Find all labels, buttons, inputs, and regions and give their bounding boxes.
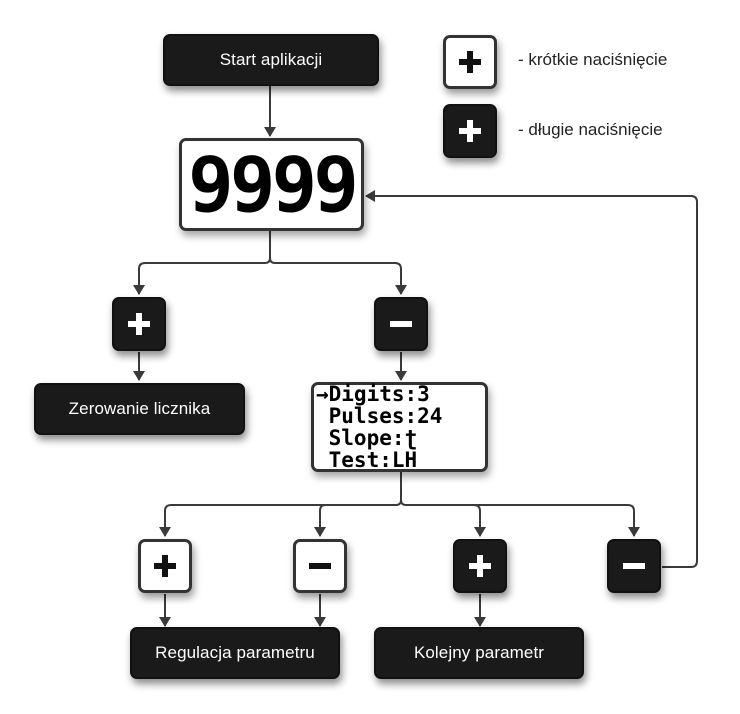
reset-counter-label: Zerowanie licznika (68, 399, 211, 418)
legend-short-press-button (443, 35, 497, 89)
wire-display-branch (133, 231, 271, 295)
minus-icon (390, 313, 412, 335)
legend-long-press-text: - długie naciśnięcie (518, 120, 663, 139)
adjust-parameter-label: Regulacja parametru (155, 643, 315, 662)
long-plus-reset-button[interactable] (112, 297, 166, 351)
legend-long-press-button (443, 104, 497, 158)
counter-display: 9999 (179, 138, 364, 231)
wire-display-branch-right (269, 257, 407, 295)
settings-menu-display: →Digits:3 Pulses:24 Slope:ʈ Test:LH (311, 382, 488, 472)
long-minus-menu-button[interactable] (374, 297, 428, 351)
plus-icon (154, 555, 176, 577)
plus-icon (128, 313, 150, 335)
menu-line-slope: Slope:ʈ (316, 426, 418, 450)
minus-icon (623, 555, 645, 577)
wire-exit-loop (365, 190, 698, 568)
menu-line-pulses: Pulses:24 (316, 404, 443, 428)
wire-menu-branch (159, 472, 402, 537)
wire-menu-branch-2 (314, 504, 326, 537)
minus-icon (309, 555, 331, 577)
next-parameter-label: Kolejny parametr (413, 643, 545, 662)
plus-icon (459, 51, 481, 73)
long-plus-next-button[interactable] (453, 539, 507, 593)
legend-short-press-text: - krótkie naciśnięcie (518, 50, 668, 69)
short-plus-button[interactable] (138, 539, 192, 593)
start-node: Start aplikacji (163, 34, 379, 86)
adjust-parameter-node: Regulacja parametru (130, 627, 340, 679)
start-label: Start aplikacji (219, 50, 323, 69)
plus-icon (459, 120, 481, 142)
wire-menu-branch-4 (474, 504, 640, 537)
next-parameter-node: Kolejny parametr (374, 627, 584, 679)
counter-value: 9999 (187, 139, 359, 229)
menu-line-test: Test:LH (316, 448, 418, 472)
plus-icon (469, 555, 491, 577)
menu-line-digits: →Digits:3 (316, 382, 430, 406)
long-minus-exit-button[interactable] (607, 539, 661, 593)
short-minus-button[interactable] (293, 539, 347, 593)
wire-menu-branch-3 (400, 499, 486, 537)
reset-counter-node: Zerowanie licznika (34, 383, 245, 435)
